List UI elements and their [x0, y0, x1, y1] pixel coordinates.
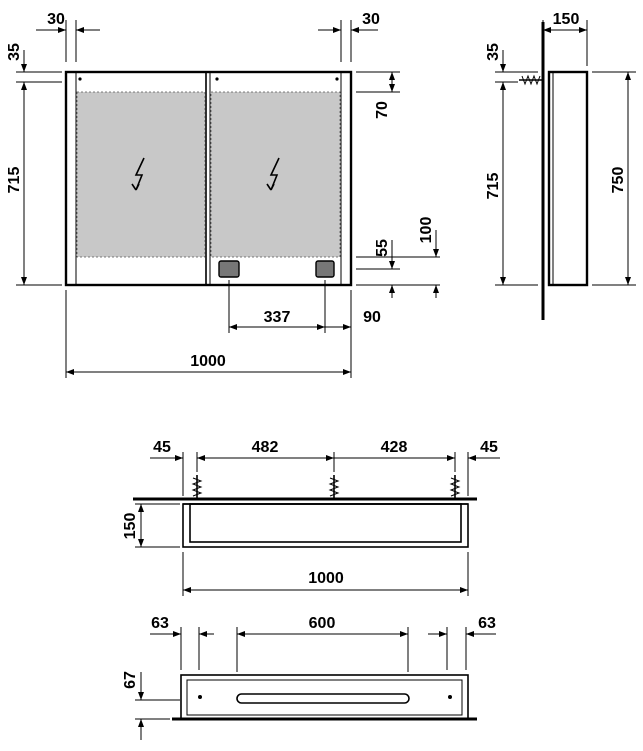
arrowhead: [21, 277, 27, 285]
lightning-icon: [266, 157, 280, 191]
arrowhead: [579, 27, 587, 33]
arrowhead: [447, 455, 455, 461]
dim-side-total-height: 750: [610, 167, 627, 194]
dim-front-side-right: 30: [362, 11, 380, 28]
arrowhead: [439, 631, 447, 637]
hinge-dot: [335, 77, 339, 81]
mirror-right: [210, 91, 341, 258]
dim-front-bottom-band: 100: [418, 217, 435, 244]
dim-bottom-light-length: 600: [309, 615, 336, 632]
socket-icon: [218, 260, 240, 278]
arrowhead: [466, 631, 474, 637]
arrowhead: [389, 261, 395, 269]
side-view: 150 35 715 750: [485, 11, 636, 320]
dim-front-socket-spacing: 337: [264, 309, 291, 326]
dim-top-depth: 150: [122, 513, 139, 540]
light-strip: [236, 693, 410, 704]
lightning-icon: [131, 157, 145, 191]
front-view: 30 30 35 715 70 55: [6, 11, 440, 378]
hinge-dot: [78, 77, 82, 81]
arrowhead: [343, 324, 351, 330]
wall-anchor-icon: [191, 475, 203, 499]
top-view: 45 482 428 45 150 1000: [122, 439, 500, 596]
arrowhead: [433, 285, 439, 293]
dim-top-span-right: 428: [381, 439, 408, 456]
arrowhead: [58, 27, 66, 33]
arrowhead: [183, 587, 191, 593]
dim-front-mirror-height: 715: [6, 167, 23, 194]
arrowhead: [66, 369, 74, 375]
arrowhead: [433, 249, 439, 257]
arrowhead: [333, 27, 341, 33]
dim-bottom-left-offset: 63: [151, 615, 169, 632]
bottom-view: 63 600 63 67: [122, 615, 496, 740]
arrowhead: [389, 285, 395, 293]
arrowhead: [326, 455, 334, 461]
arrowhead: [317, 324, 325, 330]
socket-icon: [315, 260, 335, 278]
dim-front-width: 1000: [190, 353, 226, 370]
arrowhead: [21, 64, 27, 72]
dim-top-left-offset: 45: [153, 439, 171, 456]
dim-front-socket-offset: 90: [363, 309, 381, 326]
cabinet-side-outline: [547, 70, 589, 287]
arrowhead: [138, 539, 144, 547]
arrowhead: [175, 455, 183, 461]
cabinet-bottom-inner: [186, 679, 463, 716]
screw-dot: [198, 695, 202, 699]
screw-dot: [448, 695, 452, 699]
wall-anchor-icon: [449, 475, 461, 499]
arrowhead: [389, 84, 395, 92]
dim-front-bottom-gap: 55: [374, 239, 391, 257]
arrowhead: [351, 27, 359, 33]
dim-bottom-right-offset: 63: [478, 615, 496, 632]
arrowhead: [138, 719, 144, 727]
dim-side-height: 715: [485, 173, 502, 200]
dim-top-span-left: 482: [252, 439, 279, 456]
cabinet-top-inner: [189, 503, 462, 543]
arrowhead: [625, 72, 631, 80]
arrowhead: [625, 277, 631, 285]
arrowhead: [138, 692, 144, 700]
arrowhead: [400, 631, 408, 637]
arrowhead: [500, 82, 506, 90]
cabinet-front-outline: [64, 70, 353, 287]
arrowhead: [389, 72, 395, 80]
dim-front-top-offset: 35: [6, 43, 23, 61]
hinge-dot: [215, 77, 219, 81]
cabinet-top-outline: [182, 503, 469, 548]
dim-front-top-band: 70: [374, 101, 391, 119]
arrowhead: [543, 27, 551, 33]
wall-anchor-icon: [328, 475, 340, 499]
dim-front-side-left: 30: [47, 11, 65, 28]
cabinet-bottom-outline: [180, 674, 469, 720]
arrowhead: [237, 631, 245, 637]
arrowhead: [500, 64, 506, 72]
arrowhead: [138, 504, 144, 512]
dim-top-width: 1000: [308, 570, 344, 587]
arrowhead: [21, 82, 27, 90]
wall-anchor-icon: [519, 74, 543, 86]
dim-side-top-offset: 35: [485, 43, 502, 61]
arrowhead: [343, 369, 351, 375]
arrowhead: [173, 631, 181, 637]
dim-top-right-offset: 45: [480, 439, 498, 456]
dim-bottom-edge-offset: 67: [122, 671, 139, 689]
dim-side-depth: 150: [553, 11, 580, 28]
arrowhead: [229, 324, 237, 330]
arrowhead: [500, 277, 506, 285]
arrowhead: [199, 631, 207, 637]
arrowhead: [76, 27, 84, 33]
arrowhead: [468, 455, 476, 461]
arrowhead: [460, 587, 468, 593]
arrowhead: [197, 455, 205, 461]
